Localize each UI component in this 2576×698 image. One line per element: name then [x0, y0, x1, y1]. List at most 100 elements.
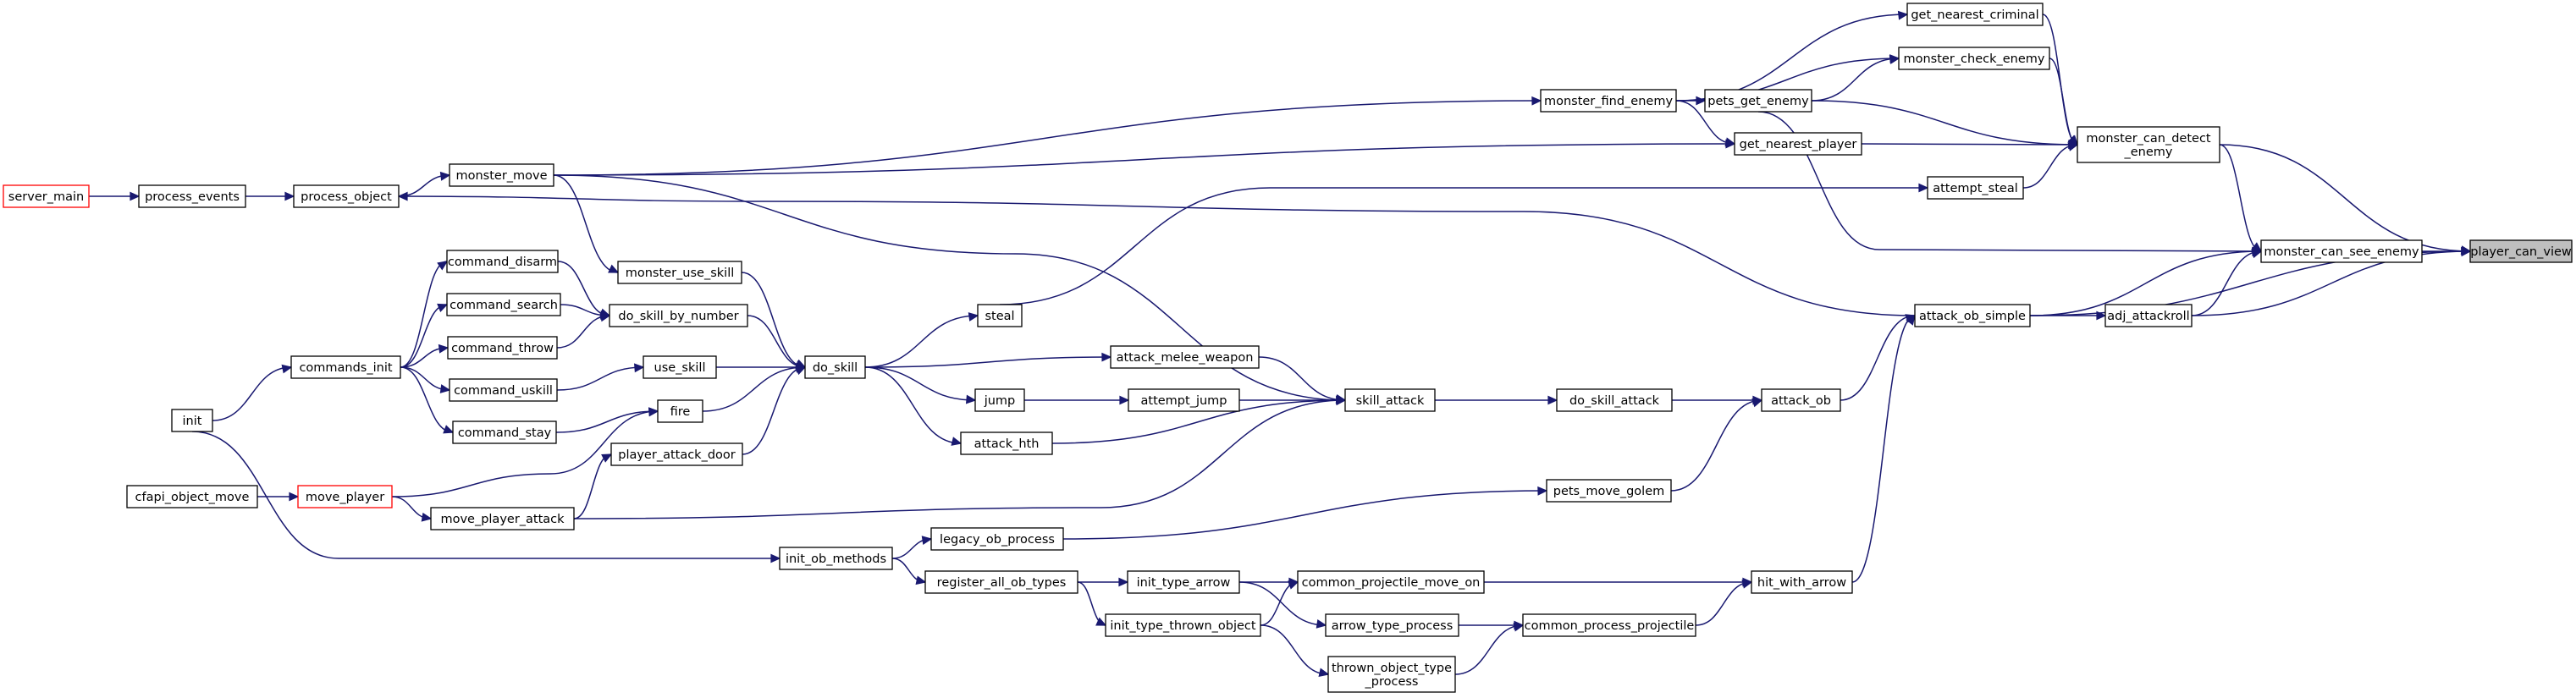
- node-command_disarm[interactable]: command_disarm: [446, 250, 559, 273]
- edge-layer: [88, 10, 2472, 678]
- node-move_player_attack[interactable]: move_player_attack: [430, 507, 575, 530]
- node-monster_use_skill[interactable]: monster_use_skill: [617, 261, 742, 284]
- arrowhead: [915, 575, 927, 585]
- arrowhead: [965, 394, 977, 404]
- edge-server_main-to-process_events: [88, 191, 141, 201]
- arrowhead: [1696, 96, 1707, 106]
- node-server_main[interactable]: server_main: [3, 184, 90, 208]
- node-register_all_ob_types[interactable]: register_all_ob_types: [924, 570, 1078, 594]
- node-label: attempt_steal: [1933, 182, 2018, 195]
- node-box: [977, 304, 1023, 327]
- node-do_skill[interactable]: do_skill: [804, 355, 866, 379]
- node-attempt_jump[interactable]: attempt_jump: [1128, 388, 1240, 412]
- node-attack_melee_weapon[interactable]: attack_melee_weapon: [1110, 345, 1260, 369]
- edge-line: [702, 366, 806, 412]
- edge-monster_move-to-get_nearest_player: [553, 139, 1736, 176]
- node-fire[interactable]: fire: [657, 399, 703, 423]
- edge-process_object-to-monster_move: [398, 171, 451, 197]
- arrowhead: [1725, 139, 1736, 149]
- node-use_skill[interactable]: use_skill: [643, 355, 717, 379]
- edge-process_events-to-process_object: [245, 191, 295, 201]
- arrowhead: [130, 191, 141, 201]
- node-box: [1110, 345, 1260, 369]
- node-attempt_steal[interactable]: attempt_steal: [1927, 176, 2024, 200]
- edge-line: [1454, 624, 1524, 675]
- node-attack_ob_simple[interactable]: attack_ob_simple: [1914, 304, 2031, 327]
- node-attack_ob[interactable]: attack_ob: [1761, 388, 1841, 412]
- edge-line: [864, 315, 979, 368]
- node-init_type_arrow[interactable]: init_type_arrow: [1127, 570, 1240, 594]
- node-get_nearest_player[interactable]: get_nearest_player: [1734, 132, 1862, 156]
- node-do_skill_by_number[interactable]: do_skill_by_number: [609, 304, 748, 327]
- node-command_throw[interactable]: command_throw: [447, 336, 558, 360]
- node-steal[interactable]: steal: [977, 304, 1023, 327]
- node-pets_get_enemy[interactable]: pets_get_enemy: [1704, 89, 1812, 113]
- node-monster_find_enemy[interactable]: monster_find_enemy: [1540, 89, 1677, 113]
- node-hit_with_arrow[interactable]: hit_with_arrow: [1751, 570, 1853, 594]
- node-label: player_attack_door: [618, 448, 736, 462]
- node-label: command_search: [450, 299, 558, 312]
- node-command_uskill[interactable]: command_uskill: [449, 378, 558, 402]
- node-process_events[interactable]: process_events: [138, 184, 246, 208]
- node-cfapi_object_move[interactable]: cfapi_object_move: [126, 485, 258, 508]
- node-do_skill_attack[interactable]: do_skill_attack: [1556, 388, 1673, 412]
- edge-pets_get_enemy-to-monster_check_enemy: [1811, 55, 1900, 102]
- node-init_ob_methods[interactable]: init_ob_methods: [779, 547, 893, 570]
- edge-move_player_attack-to-player_attack_door: [573, 453, 613, 519]
- node-box: [974, 388, 1025, 412]
- node-init[interactable]: init: [171, 409, 213, 432]
- node-monster_can_see_enemy[interactable]: monster_can_see_enemy: [2260, 239, 2423, 263]
- arrowhead: [968, 312, 979, 322]
- node-box: [1522, 613, 1696, 637]
- node-skill_attack[interactable]: skill_attack: [1344, 388, 1436, 412]
- node-command_search[interactable]: command_search: [446, 293, 561, 316]
- node-box: [617, 261, 742, 284]
- node-legacy_ob_process[interactable]: legacy_ob_process: [930, 527, 1064, 551]
- node-box: [1105, 613, 1261, 637]
- edge-line: [573, 453, 612, 519]
- node-common_process_projectile[interactable]: common_process_projectile: [1522, 613, 1696, 637]
- node-monster_move[interactable]: monster_move: [449, 163, 554, 187]
- node-label: adj_attackroll: [2107, 310, 2189, 323]
- node-adj_attackroll[interactable]: adj_attackroll: [2104, 304, 2193, 327]
- node-thrown_object_type_process[interactable]: thrown_object_type_process: [1327, 656, 1456, 693]
- arrowhead: [1751, 398, 1763, 408]
- node-arrow_type_process[interactable]: arrow_type_process: [1325, 613, 1459, 637]
- arrowhead: [1101, 352, 1112, 362]
- node-label: commands_init: [299, 361, 392, 375]
- edge-line: [391, 410, 659, 497]
- edge-cfapi_object_move-to-move_player: [257, 492, 300, 502]
- node-player_attack_door[interactable]: player_attack_door: [610, 442, 743, 466]
- node-box: [297, 485, 393, 508]
- edge-pets_move_golem-to-attack_ob: [1670, 398, 1763, 492]
- node-commands_init[interactable]: commands_init: [290, 355, 401, 379]
- node-jump[interactable]: jump: [974, 388, 1025, 412]
- node-label: command_throw: [451, 342, 554, 355]
- node-monster_can_detect_enemy[interactable]: monster_can_detect_enemy: [2077, 126, 2220, 163]
- node-get_nearest_criminal[interactable]: get_nearest_criminal: [1906, 3, 2044, 26]
- node-label: attack_melee_weapon: [1117, 351, 1254, 365]
- node-process_object[interactable]: process_object: [293, 184, 400, 208]
- node-common_projectile_move_on[interactable]: common_projectile_move_on: [1297, 570, 1485, 594]
- edge-command_disarm-to-do_skill_by_number: [557, 261, 611, 317]
- node-init_type_thrown_object[interactable]: init_type_thrown_object: [1105, 613, 1261, 637]
- node-label: init_type_thrown_object: [1110, 619, 1256, 633]
- node-monster_check_enemy[interactable]: monster_check_enemy: [1898, 47, 2050, 70]
- node-move_player[interactable]: move_player: [297, 485, 393, 508]
- node-command_stay[interactable]: command_stay: [452, 420, 557, 444]
- arrowhead: [437, 261, 449, 271]
- node-label: move_player_attack: [440, 513, 565, 526]
- node-box: [449, 163, 554, 187]
- edge-line: [2049, 58, 2078, 146]
- arrowhead: [437, 303, 449, 313]
- node-box: [1898, 47, 2050, 70]
- node-attack_hth[interactable]: attack_hth: [960, 431, 1053, 455]
- node-box: [804, 355, 866, 379]
- node-box: [1734, 132, 1862, 156]
- edge-move_player-to-move_player_attack: [391, 496, 433, 522]
- node-label: arrow_type_process: [1332, 619, 1453, 633]
- node-label: get_nearest_player: [1740, 138, 1857, 151]
- edge-line: [398, 195, 1916, 316]
- node-pets_move_golem[interactable]: pets_move_golem: [1546, 479, 1672, 503]
